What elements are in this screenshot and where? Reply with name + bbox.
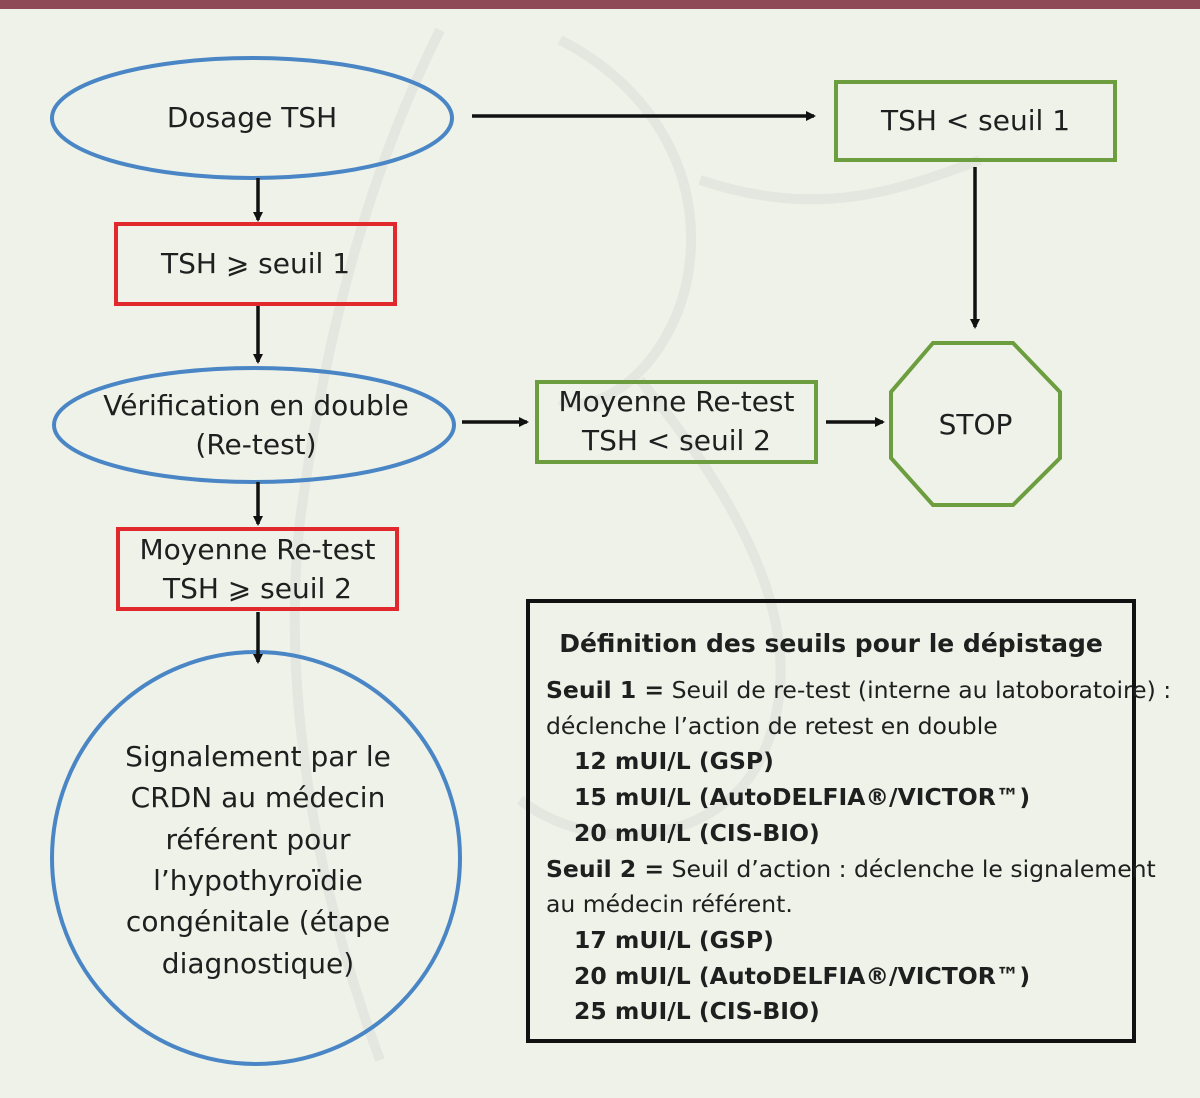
tsh-ge-seuil1-box	[114, 222, 397, 306]
seuil2-value: 25 mUI/L (CIS-BIO)	[574, 997, 820, 1026]
signalement-circle	[50, 650, 462, 1066]
threshold-definition-box: Définition des seuils pour le dépistage …	[526, 599, 1171, 1043]
verification-ellipse	[52, 366, 456, 484]
seuil2-value: 17 mUI/L (GSP)	[574, 926, 774, 955]
stop-octagon	[889, 341, 1062, 507]
legend-title: Définition des seuils pour le dépistage	[559, 629, 1103, 658]
seuil1-value: 12 mUI/L (GSP)	[574, 747, 774, 776]
tsh-ge-seuil1-label: TSH ⩾ seuil 1	[160, 247, 351, 281]
verification-label: Vérification en double (Re-test)	[103, 388, 409, 461]
moyenne-ge-seuil2-label: Moyenne Re-test TSH ⩾ seuil 2	[139, 532, 376, 605]
dosage-label: Dosage TSH	[166, 101, 338, 135]
moyenne-ge-seuil2-box	[116, 527, 399, 611]
tsh-lt-seuil1-box	[834, 80, 1117, 162]
stop-label: STOP	[938, 408, 1013, 442]
seuil2-text2: au médecin référent.	[546, 890, 793, 919]
seuil1-text: Seuil de re-test (interne au latoboratoi…	[664, 676, 1172, 704]
seuil1-value: 20 mUI/L (CIS-BIO)	[574, 818, 820, 847]
signalement-label: Signalement par le CRDN au médecin référ…	[125, 739, 391, 980]
moyenne-lt-seuil2-box	[535, 380, 818, 464]
seuil2-text: Seuil d’action : déclenche le signalemen…	[664, 854, 1156, 883]
dosage-ellipse	[50, 56, 454, 180]
seuil1-label: Seuil 1 =	[546, 676, 665, 704]
moyenne-lt-seuil2-label: Moyenne Re-test TSH < seuil 2	[558, 384, 795, 457]
seuil1-text2: déclenche l’action de retest en double	[546, 711, 998, 740]
seuil1-definition: Seuil 1 = Seuil de re-test (interne au l…	[546, 673, 1171, 709]
seuil2-label: Seuil 2 =	[546, 854, 665, 883]
seuil1-value: 15 mUI/L (AutoDELFIA®/VICTOR™)	[574, 783, 1031, 812]
seuil2-definition: Seuil 2 = Seuil d’action : déclenche le …	[546, 852, 1156, 888]
tsh-lt-seuil1-label: TSH < seuil 1	[880, 104, 1071, 138]
seuil2-value: 20 mUI/L (AutoDELFIA®/VICTOR™)	[574, 961, 1031, 990]
top-bar	[0, 0, 1200, 9]
